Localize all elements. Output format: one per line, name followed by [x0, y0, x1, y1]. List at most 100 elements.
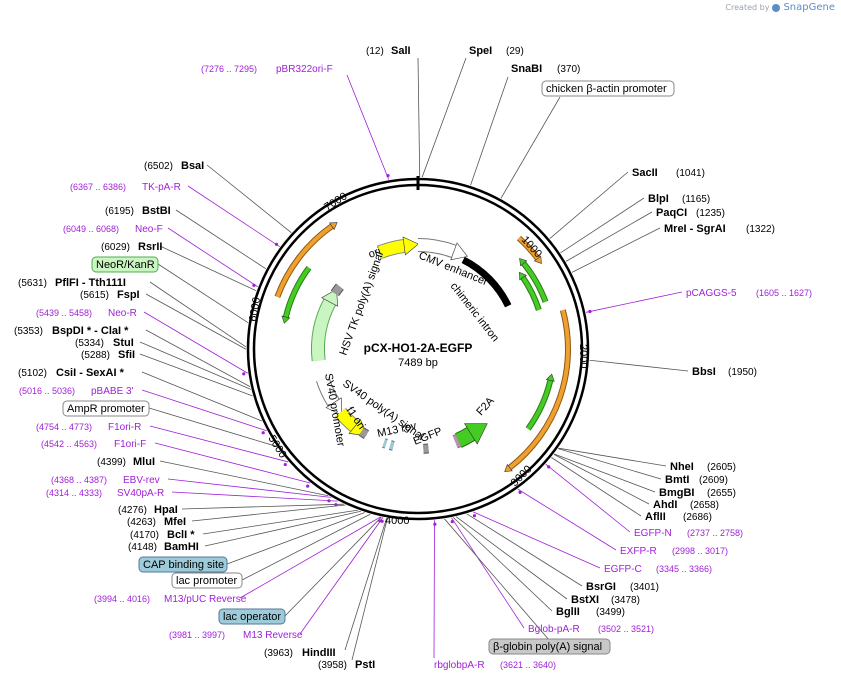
leader-sacii	[549, 171, 629, 239]
leader-egfp-c	[473, 511, 601, 569]
enzyme-labels: (12) SalI SpeI (29) SnaBI (370) SacII (1…	[14, 45, 775, 671]
cmv-enhancer-arrow-head	[450, 242, 468, 261]
enzyme-hpai: HpaI	[154, 504, 178, 516]
enzyme-pos-bamhi: (4148)	[128, 542, 157, 553]
leader-exfp-r	[517, 488, 617, 551]
leader-bmgbi	[554, 453, 656, 493]
leader-ahdi	[553, 453, 650, 505]
primer-site-f1ori-f	[306, 484, 310, 488]
green-arc-2-head	[519, 271, 527, 281]
leader-fspi	[145, 293, 247, 350]
plasmid-name: pCX-HO1-2A-EGFP	[364, 341, 473, 355]
orange-arc-right-head	[504, 463, 513, 472]
leader-chicken-actin	[500, 96, 561, 199]
snapgene-logo-icon	[772, 3, 781, 12]
tick-6000: 6000	[247, 296, 263, 322]
enzyme-pos-csii-sexai: (5102)	[18, 368, 47, 379]
leader-m13puc-reverse	[239, 516, 381, 599]
enzyme-psti: PstI	[355, 659, 375, 671]
box-chicken-actin	[541, 80, 675, 97]
primer-pos-m13-reverse: (3981 .. 3997)	[169, 630, 225, 640]
leader-mrei	[571, 227, 661, 273]
enzyme-bstbi: BstBI	[142, 205, 171, 217]
primer-pos-pcaggs-5: (1605 .. 1627)	[756, 288, 812, 298]
primer-pbabe-3: pBABE 3'	[91, 386, 134, 397]
enzyme-pos-bglii: (3499)	[596, 607, 625, 618]
enzyme-pos-bcli: (4170)	[130, 530, 159, 541]
primer-pos-egfp-c: (3345 .. 3366)	[656, 564, 712, 574]
box-lac-promoter	[171, 572, 243, 589]
primer-site-rbglobpa-r	[433, 522, 437, 526]
enzyme-snabi: SnaBI	[511, 63, 542, 75]
primer-rbglobpa-r: rbglobpA-R	[434, 660, 485, 671]
primer-site-egfp-n	[547, 465, 551, 469]
primer-pos-neo-f: (6049 .. 6068)	[63, 224, 119, 234]
ori-arc	[377, 239, 406, 258]
chimeric-intron-arc	[462, 257, 511, 307]
orange-arc-right	[508, 309, 570, 470]
leader-bstxi	[455, 516, 568, 600]
enzyme-bglii: BglII	[556, 606, 580, 618]
primer-site-pcaggs-5	[588, 309, 592, 314]
lac-operator-arc	[389, 441, 395, 450]
label-cap-binding: CAP binding site	[143, 559, 224, 571]
leader-neo-f	[167, 227, 258, 288]
enzyme-aflii: AflII	[645, 511, 666, 523]
plasmid-size: 7489 bp	[398, 357, 438, 369]
label-beta-globin-polya: β-globin poly(A) signal	[493, 641, 602, 653]
leader-rsrii	[159, 245, 257, 292]
label-neor-kanr: NeoR/KanR	[96, 259, 155, 271]
enzyme-bcli: BclI *	[167, 529, 195, 541]
primer-site-neo-r	[242, 372, 246, 376]
primer-pcaggs-5: pCAGGS-5	[686, 288, 737, 299]
primer-tk-pa-r: TK-pA-R	[142, 182, 181, 193]
green-arc-1-head	[519, 257, 528, 267]
enzyme-csii-sexai: CsiI - SexAI *	[56, 367, 125, 379]
leader-bglii	[452, 517, 553, 612]
leader-neo-r	[143, 311, 248, 374]
primer-egfp-c: EGFP-C	[604, 564, 642, 575]
leader-pcaggs-5	[585, 291, 683, 313]
enzyme-bstxi: BstXI	[571, 594, 599, 606]
enzyme-pos-bsrgi: (3401)	[630, 582, 659, 593]
primer-pos-rbglobpa-r: (3621 .. 3640)	[500, 660, 556, 670]
primer-site-neo-f	[252, 283, 256, 287]
sv40-polya-arrow-head	[325, 397, 342, 416]
primer-pos-tk-pa-r: (6367 .. 6386)	[70, 182, 126, 192]
cmv-enhancer-arc	[417, 239, 456, 258]
enzyme-pos-rsrii: (6029)	[101, 242, 130, 253]
primer-site-bglob-pa-r	[450, 520, 454, 524]
enzyme-pos-paqci: (1235)	[696, 208, 725, 219]
enzyme-mrei-sgrai: MreI - SgrAI	[664, 223, 726, 235]
enzyme-pos-bstxi: (3478)	[611, 595, 640, 606]
box-lac-operator	[218, 608, 286, 625]
primer-pos-f1ori-r: (4754 .. 4773)	[36, 422, 92, 432]
chimeric-intron-label: chimeric intron	[448, 280, 501, 344]
enzyme-pflfi-tth111i: PflFI - Tth111I	[55, 277, 126, 289]
primer-f1ori-r: F1ori-R	[108, 422, 141, 433]
leader-nhei	[558, 447, 667, 467]
leader-hpai	[181, 503, 344, 510]
primer-site-ebv-rev	[327, 499, 331, 503]
leader-hindiii	[344, 517, 388, 651]
box-beta-globin-polya	[488, 638, 611, 655]
enzyme-pos-sali: (12)	[366, 46, 384, 57]
primer-pos-ebv-rev: (4368 .. 4387)	[51, 475, 107, 485]
primer-pos-pbr322ori-f: (7276 .. 7295)	[201, 64, 257, 74]
enzyme-pos-blpi: (1165)	[682, 194, 710, 205]
enzyme-rsrii: RsrII	[138, 241, 162, 253]
leader-tk-pa-r	[187, 185, 280, 248]
leader-pbabe-3	[141, 389, 267, 432]
primer-site-f1ori-r	[283, 462, 287, 467]
enzyme-blpi: BlpI	[648, 193, 669, 205]
primer-neo-f: Neo-F	[135, 224, 163, 235]
primer-site-pbabe-3	[261, 431, 265, 435]
sv40-promoter-arrow-head	[321, 288, 339, 307]
enzyme-pos-fspi: (5615)	[80, 290, 109, 301]
leader-ebv-rev	[167, 478, 331, 498]
label-lac-promoter: lac promoter	[176, 575, 237, 587]
primer-labels: (7276 .. 7295) pBR322ori-F pCAGGS-5 (160…	[19, 64, 812, 671]
leader-f1ori-f	[154, 442, 311, 484]
leader-pflfi	[149, 281, 247, 348]
enzyme-pos-bspdi-clai: (5353)	[14, 326, 43, 337]
